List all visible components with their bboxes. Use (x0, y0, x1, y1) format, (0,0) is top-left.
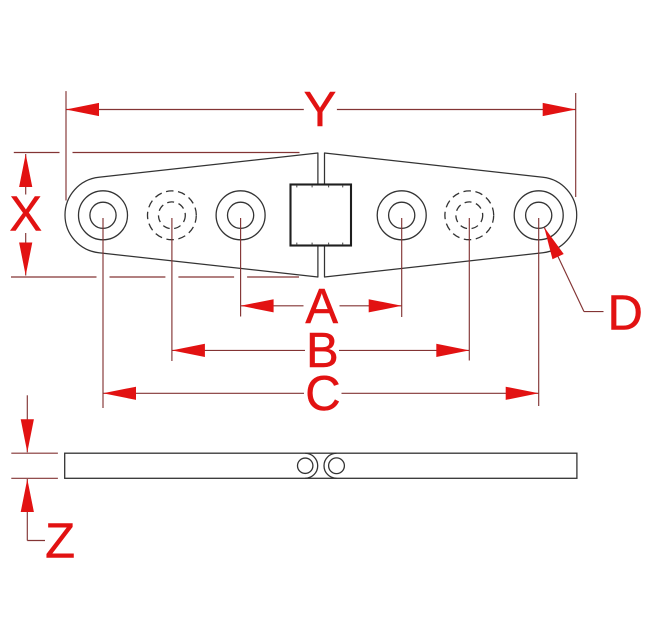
svg-text:D: D (608, 287, 643, 341)
svg-text:A: A (305, 280, 338, 334)
svg-text:Y: Y (304, 83, 337, 137)
svg-text:B: B (306, 324, 339, 378)
svg-text:Z: Z (45, 514, 75, 568)
svg-text:X: X (9, 188, 42, 242)
svg-text:C: C (305, 367, 340, 421)
